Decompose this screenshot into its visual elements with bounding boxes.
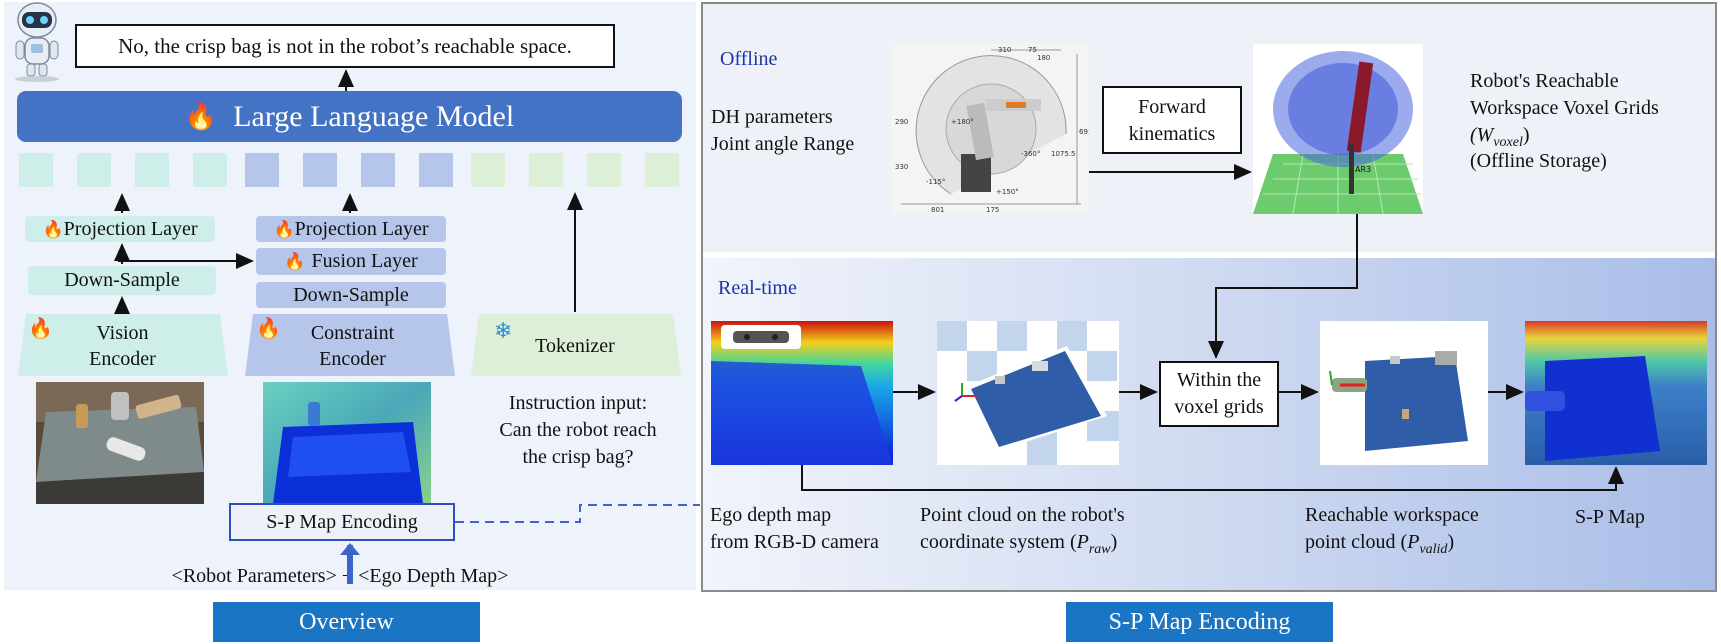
tokenizer-shape <box>471 314 681 376</box>
tokenizer-label: Tokenizer <box>535 335 615 357</box>
ego-depth-map-image <box>711 321 893 465</box>
dim-label: 1075.5 <box>1051 150 1076 158</box>
flame-icon: 🔥 <box>284 252 306 271</box>
valid-point-cloud-image <box>1320 321 1488 465</box>
voxel-workspace-image: AR3 <box>1253 44 1423 214</box>
w-voxel-sub: voxel <box>1493 135 1523 150</box>
realtime-label: Real-time <box>718 277 797 299</box>
vision-projection-label: Projection Layer <box>63 218 198 240</box>
p-valid-close: ) <box>1447 531 1455 553</box>
dim-label: 801 <box>931 206 944 214</box>
text-token <box>529 153 563 187</box>
offline-label: Offline <box>720 48 778 70</box>
vision-encoder-label: Vision Encoder <box>89 322 156 370</box>
sp-map-image <box>263 382 431 504</box>
large-language-model-block: 🔥 Large Language Model <box>17 91 682 142</box>
flame-icon: 🔥 <box>273 220 295 239</box>
sp-map-arrows <box>801 164 1624 491</box>
overview-arrows <box>114 69 700 584</box>
constraint-token <box>361 153 395 187</box>
w-voxel-label: (Wvoxel) <box>1470 122 1530 156</box>
within-voxel-grids-box: Within the voxel grids <box>1159 361 1279 427</box>
vision-projection-layer: 🔥Projection Layer <box>25 216 215 242</box>
p-raw-close: ) <box>1110 531 1118 553</box>
vision-down-sample: Down-Sample <box>28 266 216 295</box>
dim-label: 180 <box>1037 54 1050 62</box>
reachable-caption-text: point cloud ( <box>1305 531 1408 553</box>
answer-box: No, the crisp bag is not in the robot’s … <box>75 24 615 68</box>
constraint-projection-layer: 🔥Projection Layer <box>256 216 446 242</box>
point-cloud-caption-text: coordinate system ( <box>920 531 1077 553</box>
flame-icon: 🔥 <box>28 318 53 340</box>
dim-label: 75 <box>1028 46 1037 54</box>
forward-kinematics-box: Forward kinematics <box>1102 86 1242 154</box>
scene-photo <box>36 382 204 504</box>
robot-tag: AR3 <box>1355 165 1371 174</box>
dim-label: -360° <box>1021 150 1040 158</box>
sp-map-caption: S-P Map <box>1575 506 1645 528</box>
text-token <box>471 153 505 187</box>
vision-token <box>77 153 111 187</box>
flame-icon: 🔥 <box>42 220 64 239</box>
offline-storage-text: (Offline Storage) <box>1470 150 1607 172</box>
dim-label: 290 <box>895 118 908 126</box>
constraint-token <box>303 153 337 187</box>
inputs-label: <Robot Parameters> + <Ego Depth Map> <box>171 565 509 587</box>
sp-map-encoding-box: S-P Map Encoding <box>229 503 455 541</box>
dim-label: +180° <box>951 118 974 126</box>
vision-token <box>19 153 53 187</box>
point-cloud-caption-2: coordinate system (Praw) <box>920 529 1200 563</box>
dim-label: 330 <box>895 163 908 171</box>
llm-label: Large Language Model <box>233 99 515 133</box>
dim-label: 310 <box>998 46 1011 54</box>
constraint-encoder-shape <box>245 314 455 376</box>
p-valid-sub: valid <box>1419 542 1448 557</box>
dim-label: -115° <box>926 178 945 186</box>
text-token <box>645 153 679 187</box>
robot-mascot-icon <box>15 2 59 82</box>
section-divider <box>703 252 1715 258</box>
w-voxel-base: (W <box>1470 124 1494 146</box>
constraint-token <box>419 153 453 187</box>
overview-tab: Overview <box>213 602 480 642</box>
sp-map-encoding-tab: S-P Map Encoding <box>1066 602 1333 642</box>
dim-label: 175 <box>986 206 999 214</box>
flame-icon: 🔥 <box>256 318 281 340</box>
reachable-caption-1: Reachable workspace <box>1305 504 1479 526</box>
p-valid-base: P <box>1407 531 1420 553</box>
p-raw-sub: raw <box>1088 542 1111 557</box>
instruction-input: Instruction input: Can the robot reach t… <box>499 392 657 468</box>
vision-encoder-shape <box>18 314 228 376</box>
sp-map-result-image <box>1525 321 1707 465</box>
flame-icon: 🔥 <box>184 101 218 131</box>
dim-label: +150° <box>996 188 1019 196</box>
constraint-token <box>245 153 279 187</box>
snowflake-icon: ❄ <box>494 318 513 343</box>
constraint-down-sample: Down-Sample <box>256 282 446 308</box>
ego-depth-caption: Ego depth map from RGB-D camera <box>710 504 879 553</box>
fusion-layer-label: Fusion Layer <box>311 250 418 272</box>
workspace-text: Robot's Reachable Workspace Voxel Grids <box>1470 70 1659 119</box>
constraint-encoder-label: Constraint Encoder <box>310 322 395 370</box>
reachable-caption-2: point cloud (Pvalid) <box>1305 529 1545 563</box>
p-raw-base: P <box>1076 531 1089 553</box>
w-voxel-close: ) <box>1522 124 1530 146</box>
text-token <box>587 153 621 187</box>
fusion-layer: 🔥 Fusion Layer <box>256 248 446 275</box>
raw-point-cloud-image <box>937 321 1119 465</box>
point-cloud-caption-1: Point cloud on the robot's <box>920 504 1125 526</box>
constraint-projection-label: Projection Layer <box>294 218 429 240</box>
dh-parameters-text: DH parameters Joint angle Range <box>711 106 855 155</box>
dim-label: 691 <box>1079 128 1089 136</box>
vision-token <box>135 153 169 187</box>
vision-token <box>193 153 227 187</box>
robot-arm-drawing: 310 75 180 691 290 330 801 175 -115° +15… <box>891 44 1089 214</box>
